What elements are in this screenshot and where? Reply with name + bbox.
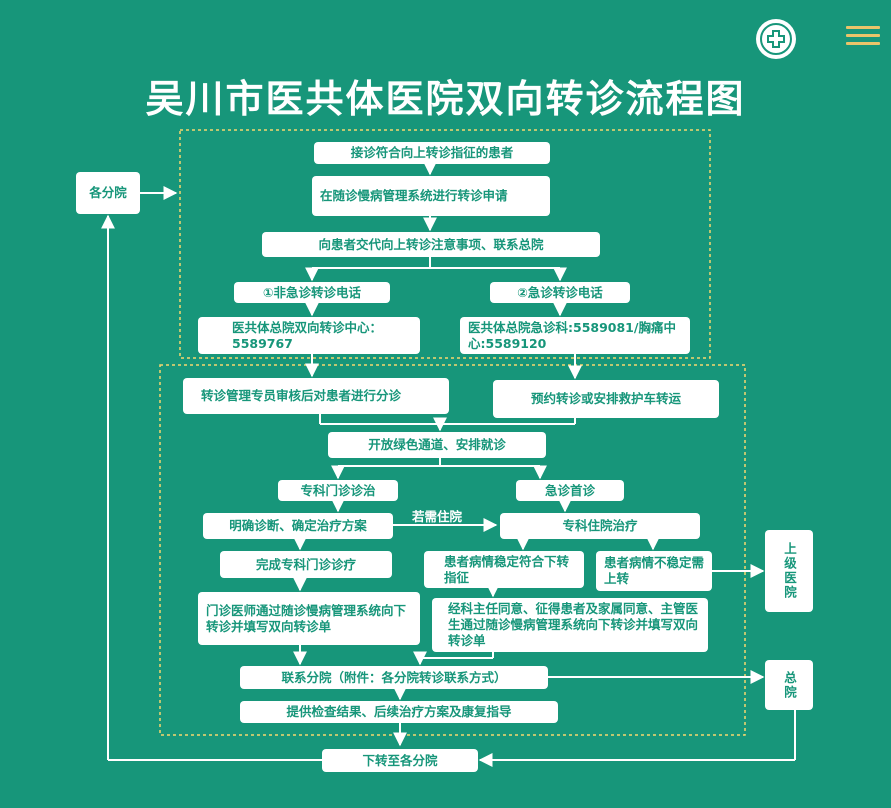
inpatient-down-box: 经科主任同意、征得患者及家属同意、主管医生通过随诊慢病管理系统向下转诊并填写双向…: [432, 598, 708, 652]
specialist-inpatient-box: 专科住院治疗: [500, 513, 700, 539]
contact-branch-box: 联系分院（附件：各分院转诊联系方式）: [240, 666, 548, 689]
emergency-dept-box: 医共体总院急诊科:5589081/胸痛中心:5589120: [460, 317, 690, 354]
hospital-logo-icon: [756, 19, 796, 59]
stable-condition-box: 患者病情稳定符合下转指征: [424, 551, 584, 588]
need-admission-label: 若需住院: [412, 509, 463, 524]
unstable-condition-box: 患者病情不稳定需上转: [596, 551, 712, 591]
complete-outpatient-box: 完成专科门诊诊疗: [220, 551, 392, 578]
manager-review-box: 转诊管理专员审核后对患者进行分诊: [183, 378, 449, 414]
superior-hospital-box: 上级医院: [765, 530, 813, 612]
outpatient-doctor-down-box: 门诊医师通过随诊慢病管理系统向下转诊并填写双向转诊单: [198, 592, 420, 645]
ambulance-box: 预约转诊或安排救护车转运: [493, 380, 719, 418]
menu-icon[interactable]: [846, 26, 880, 50]
specialist-outpatient-box: 专科门诊诊治: [278, 480, 398, 501]
page-title: 吴川市医共体医院双向转诊流程图: [145, 77, 746, 121]
main-hospital-box: 总院: [765, 660, 813, 710]
apply-system-box: 在随诊慢病管理系统进行转诊申请: [312, 176, 550, 216]
green-channel-box: 开放绿色通道、安排就诊: [328, 432, 546, 458]
explain-notes-box: 向患者交代向上转诊注意事项、联系总院: [262, 232, 600, 257]
branch-hospitals-box: 各分院: [76, 172, 140, 214]
diagnosis-box: 明确诊断、确定治疗方案: [203, 513, 393, 539]
provide-results-box: 提供检查结果、后续治疗方案及康复指导: [240, 701, 558, 723]
non-emergency-call-box: ①非急诊转诊电话: [234, 282, 390, 303]
transfer-down-box: 下转至各分院: [322, 749, 478, 772]
emergency-first-box: 急诊首诊: [516, 480, 624, 501]
emergency-call-box: ②急诊转诊电话: [490, 282, 630, 303]
receive-patient-box: 接诊符合向上转诊指征的患者: [314, 142, 550, 164]
referral-center-box: 医共体总院双向转诊中心：5589767: [198, 317, 420, 354]
